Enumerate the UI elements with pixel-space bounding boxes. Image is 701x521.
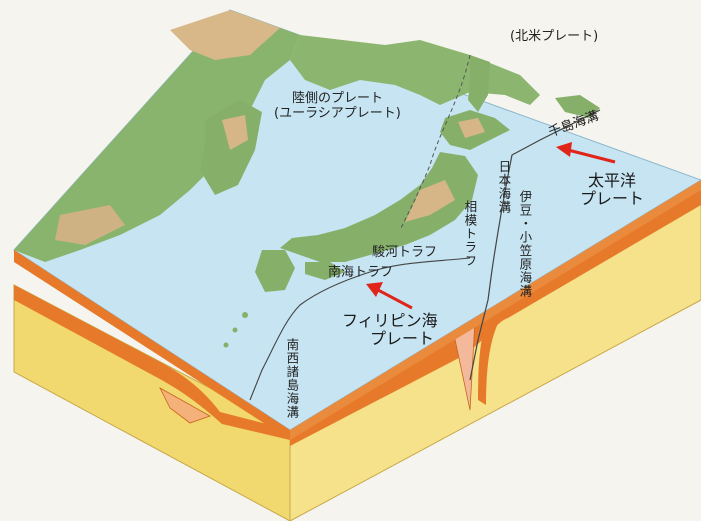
continental-plate-line1: 陸側のプレート (291, 91, 383, 106)
eurasia-tan-patch (170, 10, 280, 60)
honshu-land (280, 152, 478, 262)
top-edge-right (290, 180, 701, 440)
sagami-trough-label: 相模トラフ (462, 200, 478, 268)
izu-bonin-trench-line (469, 299, 489, 381)
suruga-trough-label: 駿河トラフ (372, 245, 438, 260)
philippine-arrow (366, 282, 413, 310)
shikoku-land (305, 262, 345, 280)
nankai-trough-label: 南海トラフ (328, 265, 394, 280)
kuril-japan-trench-line (487, 109, 601, 301)
slab-descending-left (159, 387, 211, 424)
top-edge-left (14, 250, 290, 440)
pacific-plate-label: 太平洋 プレート (580, 171, 645, 209)
north-american-plate-label: (北米プレート) (510, 29, 599, 44)
nankai-trough-line (249, 257, 471, 401)
subducting-slab-left (14, 285, 290, 440)
eurasia-tan-patch-2 (55, 205, 125, 245)
korea-tan (222, 115, 248, 150)
sakhalin-land (468, 55, 490, 112)
pacific-slab-descending (478, 300, 506, 405)
boundary-eurasia-north (399, 54, 471, 231)
continental-plate-line2: (ユーラシアプレート) (274, 105, 401, 121)
ryukyu-trench-label: 南西諸島海溝 (284, 338, 300, 419)
honshu-tan (405, 180, 455, 222)
kyushu-land (255, 250, 295, 292)
izu-bonin-trench-label: 伊豆・小笠原海溝 (517, 190, 533, 298)
pacific-plate-line1: 太平洋 (588, 171, 637, 190)
hokkaido-tan (458, 118, 485, 138)
eurasia-land (14, 10, 300, 262)
japan-trench-label: 日本海溝 (496, 160, 512, 214)
pacific-arrow (556, 142, 616, 164)
ryukyu-island (242, 312, 248, 318)
philippine-plate-label: フィリピン海 プレート (342, 311, 438, 349)
pacific-plate-line2: プレート (580, 189, 645, 209)
mantle-left-face (13, 284, 291, 521)
ryukyu-island (223, 342, 229, 348)
philippine-plate-line1: フィリピン海 (342, 311, 438, 330)
philippine-plate-line2: プレート (370, 329, 435, 349)
ryukyu-island (232, 327, 238, 333)
continental-plate-label: 陸側のプレート (ユーラシアプレート) (274, 91, 401, 122)
kamchatka-edge (555, 95, 600, 118)
